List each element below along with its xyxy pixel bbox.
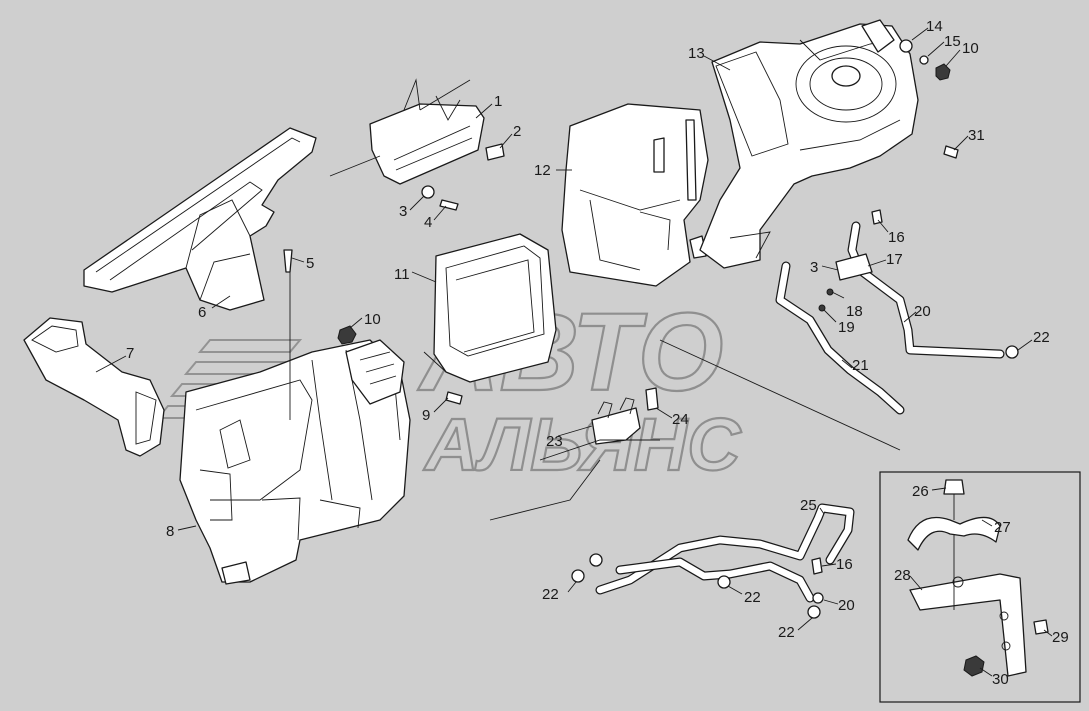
callout-labels: 1 2 3 4 5 6 7 8 9 10 10 11 12 13 14 15 1… [126,18,1069,688]
part-20-hose-right [847,221,1005,359]
callout-12: 12 [534,162,551,179]
part-10-nut-lower [337,325,357,345]
callout-27: 27 [994,519,1011,536]
callout-31: 31 [968,127,985,144]
callout-13: 13 [688,45,705,62]
part-12-blower-housing [561,103,709,287]
callout-17: 17 [886,251,903,268]
connection-lines [289,272,901,521]
watermark-line2: АЛЬЯНС [423,403,742,486]
part-27-clamp [907,516,1001,551]
callout-9: 9 [422,407,430,424]
callout-18: 18 [846,303,863,320]
part-26-bolt [943,479,965,495]
part-24-bolt [645,387,659,411]
callout-20-lower: 20 [838,597,855,614]
part-11-evaporator-housing [423,233,557,383]
part-10-nut-upper [935,63,951,81]
callout-15: 15 [944,33,961,50]
part-2-clip [485,143,505,161]
callout-23: 23 [546,433,563,450]
part-7-side-duct [23,317,165,457]
part-16-screw-lower [811,557,823,575]
part-21-hose-right [775,261,905,415]
part-22-oring-lower-a [571,569,585,583]
callout-22-lower-a: 22 [542,586,559,603]
callout-7: 7 [126,345,134,362]
callout-29: 29 [1052,629,1069,646]
callout-5: 5 [306,255,314,272]
callout-2: 2 [513,123,521,140]
part-25-hose-assembly [595,503,855,603]
callout-28: 28 [894,567,911,584]
part-15-washer [919,55,929,65]
callout-10-upper: 10 [962,40,979,57]
part-30-nut [963,655,985,677]
callout-16-upper: 16 [888,229,905,246]
part-20-washer-lower [812,592,824,604]
part-14-washer [899,39,913,53]
part-22-oring-right [1005,345,1019,359]
callout-3-upper: 3 [399,203,407,220]
part-28-bracket [909,573,1027,677]
part-1-control-panel [329,78,485,185]
part-17-bracket [835,253,873,281]
callout-10-lower: 10 [364,311,381,328]
callout-22-lower-b: 22 [744,589,761,606]
callout-6: 6 [198,304,206,321]
watermark: АВТО АЛЬЯНС [155,290,743,487]
callout-24: 24 [672,411,689,428]
callout-16-lower: 16 [836,556,853,573]
part-16-screw-upper [871,209,883,225]
callout-25: 25 [800,497,817,514]
part-22-oring-lower-b [589,553,603,567]
callout-21: 21 [852,357,869,374]
part-22-oring-lower-c [717,575,731,589]
part-9-screw [445,391,463,405]
part-23-expansion-valve [591,397,641,445]
callout-30: 30 [992,671,1009,688]
part-5-screw [283,249,293,273]
part-4-screw-upper [439,199,459,211]
part-8-heater-unit [179,339,411,585]
part-6-air-duct [83,127,317,311]
callout-19: 19 [838,319,855,336]
callout-4: 4 [424,214,432,231]
callout-8: 8 [166,523,174,540]
callout-3-lower: 3 [810,259,818,276]
callout-1: 1 [494,93,502,110]
callout-20-upper: 20 [914,303,931,320]
callout-11: 11 [394,266,410,283]
callout-22-lower-c: 22 [778,624,795,641]
part-13-blower-motor [699,19,919,269]
callout-14: 14 [926,18,943,35]
callout-26: 26 [912,483,929,500]
callout-22-right: 22 [1033,329,1050,346]
part-19-washer [818,304,826,312]
part-22-oring-lower-d [807,605,821,619]
callout-leaders [95,27,1053,677]
inset-mounting-detail [879,471,1081,703]
part-3-washer-upper [421,185,435,199]
